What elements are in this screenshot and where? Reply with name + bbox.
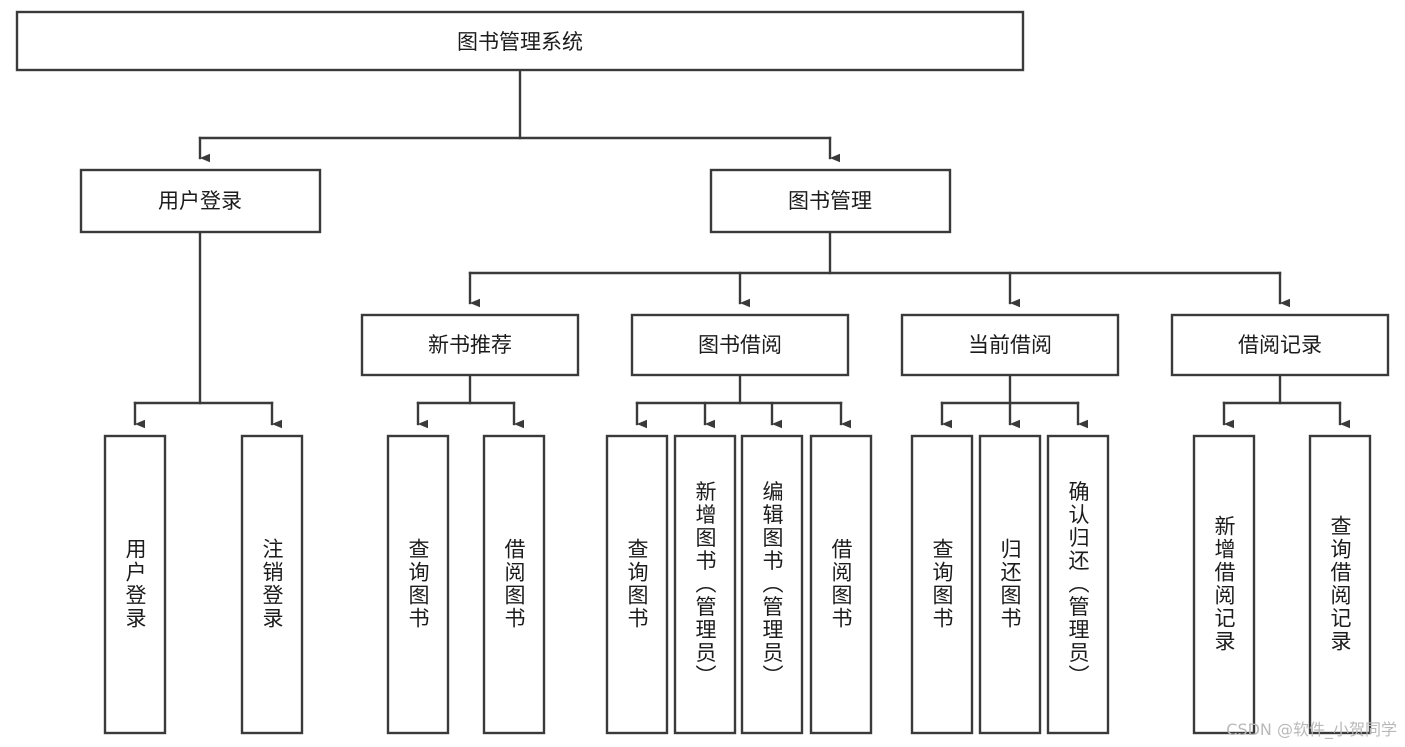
node-leaf-user-login-1[interactable]: 用户登录	[103, 434, 167, 735]
node-leaf-current-borrow-1-label: 查询图书	[930, 538, 954, 630]
node-borrow-record[interactable]: 借阅记录	[1170, 313, 1390, 377]
node-user-login-label: 用户登录	[158, 189, 242, 213]
node-leaf-current-borrow-1-box	[910, 434, 974, 735]
node-root-system-box	[15, 10, 1025, 72]
node-leaf-current-borrow-3-box	[1046, 434, 1110, 735]
node-leaf-user-login-2-box	[240, 434, 304, 735]
node-borrow-record-box	[1170, 313, 1390, 377]
node-book-manage-box	[709, 168, 952, 234]
node-leaf-current-borrow-3[interactable]: 确认归还（管理员）	[1046, 434, 1110, 735]
node-leaf-new-book-1[interactable]: 查询图书	[386, 434, 450, 735]
node-book-borrow-box	[630, 313, 850, 377]
node-leaf-current-borrow-2[interactable]: 归还图书	[978, 434, 1042, 735]
node-leaf-book-borrow-2-box	[673, 434, 737, 735]
node-leaf-book-borrow-3[interactable]: 编辑图书（管理员）	[740, 434, 804, 735]
node-leaf-book-borrow-2-label: 新增图书（管理员）	[693, 481, 717, 688]
node-leaf-borrow-record-1-box	[1192, 434, 1256, 735]
node-leaf-book-borrow-4-label: 借阅图书	[829, 538, 853, 630]
node-current-borrow[interactable]: 当前借阅	[900, 313, 1120, 377]
node-new-book-recommend-label: 新书推荐	[428, 333, 512, 357]
node-book-borrow-label: 图书借阅	[698, 333, 782, 357]
node-root-system[interactable]: 图书管理系统	[15, 10, 1025, 72]
node-leaf-borrow-record-2-label: 查询借阅记录	[1328, 515, 1352, 653]
node-leaf-book-borrow-2[interactable]: 新增图书（管理员）	[673, 434, 737, 735]
node-leaf-book-borrow-4-box	[809, 434, 873, 735]
node-leaf-current-borrow-1[interactable]: 查询图书	[910, 434, 974, 735]
node-leaf-current-borrow-2-box	[978, 434, 1042, 735]
node-leaf-book-borrow-1-label: 查询图书	[625, 538, 649, 630]
node-leaf-new-book-2[interactable]: 借阅图书	[482, 434, 546, 735]
node-leaf-new-book-2-box	[482, 434, 546, 735]
node-leaf-borrow-record-2[interactable]: 查询借阅记录	[1308, 434, 1372, 735]
node-leaf-user-login-2-label: 注销登录	[260, 538, 284, 630]
node-leaf-borrow-record-2-box	[1308, 434, 1372, 735]
node-leaf-book-borrow-3-box	[740, 434, 804, 735]
node-current-borrow-box	[900, 313, 1120, 377]
node-leaf-new-book-1-box	[386, 434, 450, 735]
node-new-book-recommend-box	[360, 313, 580, 377]
node-book-borrow[interactable]: 图书借阅	[630, 313, 850, 377]
node-leaf-current-borrow-3-label: 确认归还（管理员）	[1066, 481, 1090, 688]
node-current-borrow-label: 当前借阅	[968, 333, 1052, 357]
node-leaf-user-login-1-box	[103, 434, 167, 735]
node-leaf-book-borrow-1[interactable]: 查询图书	[605, 434, 669, 735]
node-new-book-recommend[interactable]: 新书推荐	[360, 313, 580, 377]
node-leaf-book-borrow-4[interactable]: 借阅图书	[809, 434, 873, 735]
node-leaf-borrow-record-1-label: 新增借阅记录	[1212, 515, 1236, 653]
node-leaf-current-borrow-2-label: 归还图书	[998, 538, 1022, 630]
edge-group	[133, 68, 1350, 429]
node-user-login[interactable]: 用户登录	[79, 168, 322, 234]
node-book-manage[interactable]: 图书管理	[709, 168, 952, 234]
node-user-login-box	[79, 168, 322, 234]
node-borrow-record-label: 借阅记录	[1238, 333, 1322, 357]
node-root-system-label: 图书管理系统	[457, 30, 583, 54]
node-leaf-borrow-record-1[interactable]: 新增借阅记录	[1192, 434, 1256, 735]
node-leaf-user-login-2[interactable]: 注销登录	[240, 434, 304, 735]
node-leaf-user-login-1-label: 用户登录	[123, 538, 147, 630]
node-book-manage-label: 图书管理	[788, 189, 872, 213]
node-leaf-book-borrow-1-box	[605, 434, 669, 735]
node-leaf-new-book-1-label: 查询图书	[406, 538, 430, 630]
node-leaf-book-borrow-3-label: 编辑图书（管理员）	[760, 481, 784, 688]
node-leaf-new-book-2-label: 借阅图书	[502, 538, 526, 630]
